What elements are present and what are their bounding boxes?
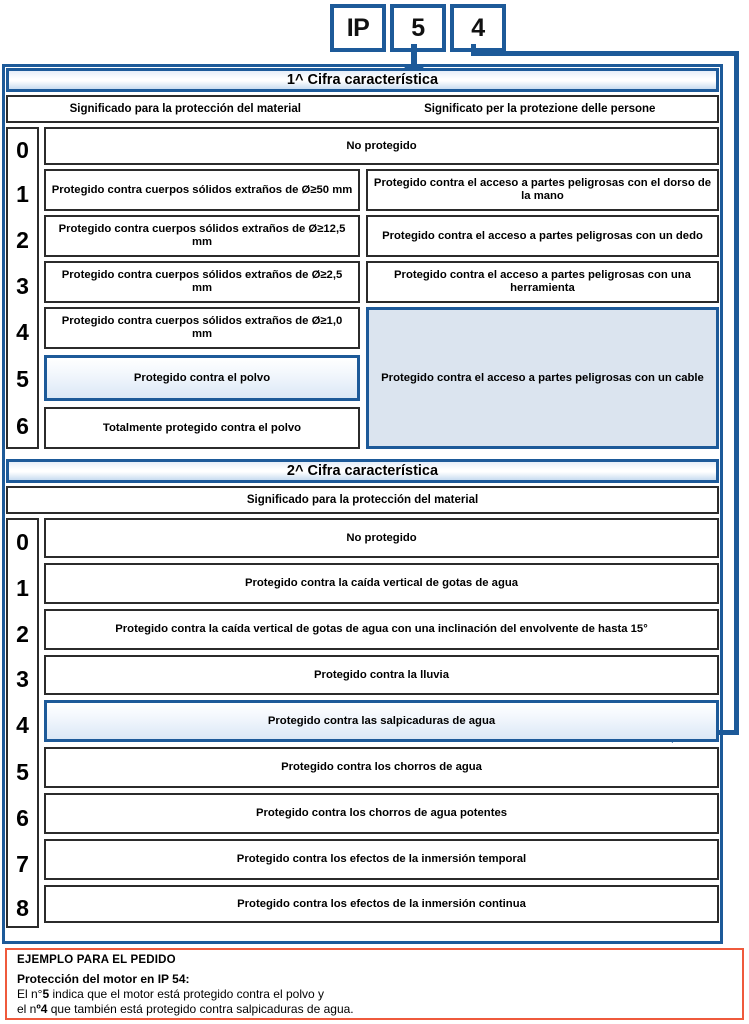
section1-merged-group: Protegido contra cuerpos sólidos extraño…	[44, 307, 719, 455]
section1-digit-3: 3	[16, 272, 29, 299]
connector-digit2-horizontal-top	[471, 51, 739, 56]
table-row: Protegido contra la caída vertical de go…	[44, 609, 719, 650]
section1-cell-material-6: Totalmente protegido contra el polvo	[44, 407, 360, 449]
table-row: Protegido contra los chorros de agua pot…	[44, 793, 719, 834]
section1-cell-material-5: Protegido contra el polvo	[44, 355, 360, 401]
table-row: Protegido contra los chorros de agua	[44, 747, 719, 788]
section2-digit-5: 5	[16, 758, 29, 785]
example-line2-post: que también está protegido contra salpic…	[47, 1002, 354, 1016]
section2-digit-1: 1	[16, 574, 29, 601]
section1-rows-block: 0 1 2 3 4 5 6 No protegido Protegido con…	[6, 127, 719, 453]
table-row: Protegido contra los efectos de la inmer…	[44, 885, 719, 923]
section1-cell-material-2: Protegido contra cuerpos sólidos extraño…	[44, 215, 360, 257]
section1-digit-0: 0	[16, 136, 29, 163]
table-row: Protegido contra la lluvia	[44, 655, 719, 695]
section2-digit-4: 4	[16, 712, 29, 738]
section2-cell-7: Protegido contra los efectos de la inmer…	[44, 839, 719, 880]
section2-cell-5: Protegido contra los chorros de agua	[44, 747, 719, 788]
section1-digit-4: 4	[16, 318, 29, 345]
section2-title-bar: 2^ Cifra característica	[6, 459, 719, 483]
section1-title-bar: 1^ Cifra característica	[6, 68, 719, 92]
table-row: No protegido	[44, 518, 719, 558]
table-row: Protegido contra cuerpos sólidos extraño…	[44, 169, 719, 211]
section1-digit-5: 5	[16, 365, 29, 392]
example-line1-pre: El n°	[17, 987, 43, 1001]
example-line2-bold: º4	[36, 1002, 48, 1016]
section2-cell-2: Protegido contra la caída vertical de go…	[44, 609, 719, 650]
connector-digit2-vertical-right	[734, 51, 739, 735]
connector-digit2-vertical-top	[471, 44, 476, 56]
table-row: Protegido contra la caída vertical de go…	[44, 563, 719, 604]
section1-header-material: Significado para la protección del mater…	[69, 103, 301, 115]
section1-rows: No protegido Protegido contra cuerpos só…	[44, 127, 719, 455]
section1-digit-2: 2	[16, 226, 29, 253]
section2-digit-2: 2	[16, 620, 29, 647]
example-title: EJEMPLO PARA EL PEDIDO	[17, 954, 176, 966]
ip-code-boxes: IP 5 4	[0, 4, 749, 52]
table-row: Protegido contra cuerpos sólidos extraño…	[44, 215, 719, 257]
section2-rows-block: 0 1 2 3 4 5 6 7 8 No protegido Protegido…	[6, 518, 719, 930]
section2-cell-6: Protegido contra los chorros de agua pot…	[44, 793, 719, 834]
example-line1-bold: 5	[42, 987, 50, 1001]
order-example-box: EJEMPLO PARA EL PEDIDO Protección del mo…	[5, 948, 744, 1020]
section1-cell-material-1: Protegido contra cuerpos sólidos extraño…	[44, 169, 360, 211]
section2-digit-7: 7	[16, 850, 29, 877]
ip-letter-box: IP	[330, 4, 386, 52]
example-line-1: El n°5 indica que el motor está protegid…	[17, 987, 742, 1001]
table-row: No protegido	[44, 127, 719, 165]
section1-digit-column: 0 1 2 3 4 5 6	[6, 127, 39, 449]
section2-header-material: Significado para la protección del mater…	[246, 494, 479, 506]
example-line2-pre: el n	[17, 1002, 37, 1016]
section2-digit-0: 0	[16, 529, 29, 555]
ip-first-digit-box: 5	[390, 4, 446, 52]
section2-cell-0: No protegido	[44, 518, 719, 558]
section2-digit-8: 8	[16, 895, 29, 921]
example-line1-post: indica que el motor está protegido contr…	[49, 987, 325, 1001]
section2-cell-8: Protegido contra los efectos de la inmer…	[44, 885, 719, 923]
ip-second-digit-box: 4	[450, 4, 506, 52]
section2-rows: No protegido Protegido contra la caída v…	[44, 518, 719, 923]
connector-digit1-vertical	[411, 44, 417, 66]
example-line-2: el nº4 que también está protegido contra…	[17, 1002, 742, 1016]
diagram-frame	[2, 64, 723, 944]
section1-cell-persons-3: Protegido contra el acceso a partes peli…	[366, 261, 719, 303]
section1-cell-material-0: No protegido	[44, 127, 719, 165]
table-row: Protegido contra las salpicaduras de agu…	[44, 700, 719, 742]
section1-header-persons: Significato per la protezione delle pers…	[424, 103, 656, 115]
section2-cell-4: Protegido contra las salpicaduras de agu…	[44, 700, 719, 742]
table-row: Protegido contra cuerpos sólidos extraño…	[44, 261, 719, 303]
section1-digit-6: 6	[16, 412, 29, 439]
section2-digit-3: 3	[16, 666, 29, 692]
diagram-content: 1^ Cifra característica Significado para…	[6, 68, 719, 930]
section1-cell-material-3: Protegido contra cuerpos sólidos extraño…	[44, 261, 360, 303]
section1-column-headers: Significado para la protección del mater…	[6, 95, 719, 123]
section1-cell-persons-1: Protegido contra el acceso a partes peli…	[366, 169, 719, 211]
section2-cell-3: Protegido contra la lluvia	[44, 655, 719, 695]
section1-cell-persons-merged: Protegido contra el acceso a partes peli…	[366, 307, 719, 449]
section2-cell-1: Protegido contra la caída vertical de go…	[44, 563, 719, 604]
section2-digit-column: 0 1 2 3 4 5 6 7 8	[6, 518, 39, 928]
section1-cell-persons-2: Protegido contra el acceso a partes peli…	[366, 215, 719, 257]
table-row: Protegido contra los efectos de la inmer…	[44, 839, 719, 880]
section2-column-header: Significado para la protección del mater…	[6, 486, 719, 514]
section1-digit-1: 1	[16, 180, 29, 207]
section2-digit-6: 6	[16, 804, 29, 831]
section1-cell-material-4: Protegido contra cuerpos sólidos extraño…	[44, 307, 360, 349]
example-subtitle: Protección del motor en IP 54:	[17, 972, 190, 986]
